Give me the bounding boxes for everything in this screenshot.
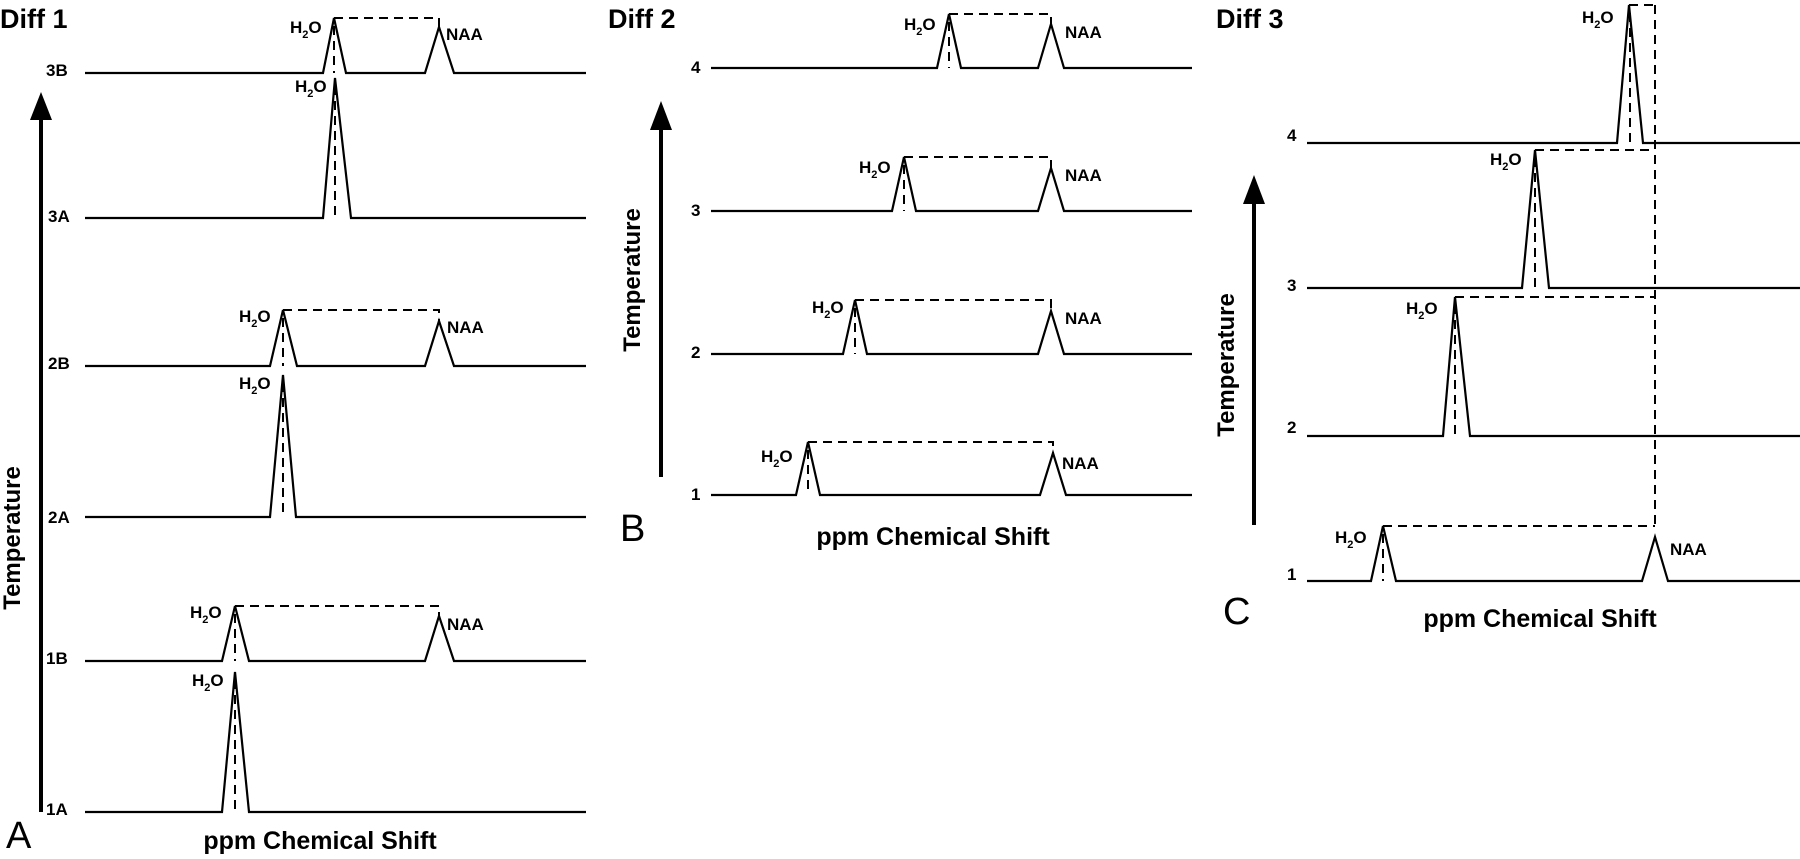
- shift-bracket: [808, 441, 1054, 453]
- panel-a-xlabel: ppm Chemical Shift: [203, 827, 437, 855]
- spectrum-trace: [85, 77, 586, 220]
- shift-bracket: [855, 299, 1052, 311]
- h2o-peak-label: H2O: [239, 307, 271, 330]
- spectrum-label: 1: [691, 485, 700, 504]
- spectrum-trace: [1307, 149, 1800, 290]
- spectrum-label: 2B: [48, 354, 70, 373]
- spectrum-trace: [85, 17, 586, 75]
- h2o-peak-label: H2O: [812, 298, 844, 321]
- panel-b-axis-label: Temperature: [619, 208, 646, 352]
- naa-peak-label: NAA: [1062, 454, 1099, 473]
- spectrum-b4: 4 H2O NAA: [691, 13, 1192, 77]
- spectrum-label: 1A: [46, 800, 68, 819]
- spectrum-trace: [711, 13, 1192, 70]
- spectrum-label: 3A: [48, 207, 70, 226]
- panel-a-letter: A: [6, 815, 32, 857]
- naa-peak-label: NAA: [1670, 540, 1707, 559]
- shift-bracket: [949, 13, 1052, 24]
- spectrum-trace: [711, 156, 1192, 213]
- spectrum-label: 1B: [46, 649, 68, 668]
- spectrum-1a: 1A H2O: [46, 671, 586, 819]
- spectrum-label: 1: [1287, 565, 1296, 584]
- spectrum-trace: [1307, 525, 1800, 583]
- spectrum-c2: 2 H2O: [1287, 296, 1800, 438]
- naa-peak-label: NAA: [1065, 23, 1102, 42]
- spectrum-c4: 4 H2O: [1287, 4, 1800, 145]
- h2o-peak-label: H2O: [1335, 528, 1367, 551]
- naa-peak-label: NAA: [446, 25, 483, 44]
- panel-c-title: Diff 3: [1216, 4, 1284, 34]
- naa-peak-label: NAA: [447, 318, 484, 337]
- spectrum-trace: [711, 299, 1192, 356]
- spectrum-label: 4: [1287, 126, 1297, 145]
- h2o-peak-label: H2O: [1406, 299, 1438, 322]
- spectrum-b2: 2 H2O NAA: [691, 298, 1192, 362]
- spectrum-b3: 3 H2O NAA: [691, 156, 1192, 220]
- panel-a-temperature-arrowhead: [30, 92, 52, 120]
- panel-a-axis-label: Temperature: [0, 466, 26, 610]
- spectrum-trace: [85, 309, 586, 368]
- spectrum-c3: 3 H2O: [1287, 149, 1800, 295]
- spectrum-2b: 2B H2O NAA: [48, 307, 586, 373]
- spectrum-label: 4: [691, 58, 701, 77]
- panel-b-temperature-arrowhead: [650, 101, 672, 130]
- h2o-peak-label: H2O: [904, 15, 936, 38]
- spectrum-trace: [711, 441, 1192, 497]
- h2o-peak-label: H2O: [192, 671, 224, 694]
- h2o-peak-label: H2O: [761, 447, 793, 470]
- h2o-peak-label: H2O: [190, 603, 222, 626]
- spectrum-label: 3B: [46, 61, 68, 80]
- h2o-peak-label: H2O: [1490, 150, 1522, 173]
- spectrum-label: 2: [691, 343, 700, 362]
- panel-c-xlabel: ppm Chemical Shift: [1423, 605, 1657, 633]
- panel-c-axis-label: Temperature: [1213, 293, 1240, 437]
- h2o-peak-label: H2O: [1582, 8, 1614, 31]
- spectrum-label: 2A: [48, 508, 70, 527]
- h2o-peak-label: H2O: [295, 77, 327, 100]
- naa-peak-label: NAA: [1065, 166, 1102, 185]
- panel-b-xlabel: ppm Chemical Shift: [816, 523, 1050, 551]
- spectrum-3a: 3A H2O: [48, 77, 586, 226]
- shift-bracket: [283, 309, 440, 321]
- naa-peak-label: NAA: [447, 615, 484, 634]
- panel-b-letter: B: [620, 508, 645, 550]
- spectrum-label: 2: [1287, 418, 1296, 437]
- spectrum-label: 3: [691, 201, 700, 220]
- panel-c-temperature-arrowhead: [1243, 175, 1265, 204]
- spectrum-trace: [1307, 4, 1800, 145]
- spectrum-2a: 2A H2O: [48, 374, 586, 527]
- panel-b: Diff 2 B Temperature 4 H2O NAA 3 H2O NAA…: [608, 4, 1192, 551]
- panel-c-letter: C: [1223, 591, 1250, 633]
- spectrum-1b: 1B H2O NAA: [46, 603, 586, 668]
- spectrum-trace: [85, 605, 586, 663]
- spectrum-label: 3: [1287, 276, 1296, 295]
- spectrum-3b: 3B H2O NAA: [46, 17, 586, 80]
- shift-bracket: [334, 17, 440, 27]
- spectrum-trace: [1307, 296, 1800, 438]
- spectrum-trace: [85, 374, 586, 519]
- shift-bracket: [235, 605, 440, 616]
- panel-c: Diff 3 C Temperature 4 H2O 3 H2O 2: [1213, 4, 1800, 633]
- shift-bracket: [904, 156, 1052, 168]
- panel-a-title: Diff 1: [0, 4, 68, 34]
- h2o-peak-label: H2O: [290, 18, 322, 41]
- panel-a: Diff 1 A Temperature 3B H2O NAA 3A H2O 2…: [0, 4, 586, 857]
- h2o-peak-label: H2O: [239, 374, 271, 397]
- spectrum-c1: 1 H2O NAA: [1287, 525, 1800, 584]
- naa-peak-label: NAA: [1065, 309, 1102, 328]
- spectrum-b1: 1 H2O NAA: [691, 441, 1192, 504]
- h2o-peak-label: H2O: [859, 158, 891, 181]
- panel-b-title: Diff 2: [608, 4, 676, 34]
- spectrum-trace: [85, 671, 586, 814]
